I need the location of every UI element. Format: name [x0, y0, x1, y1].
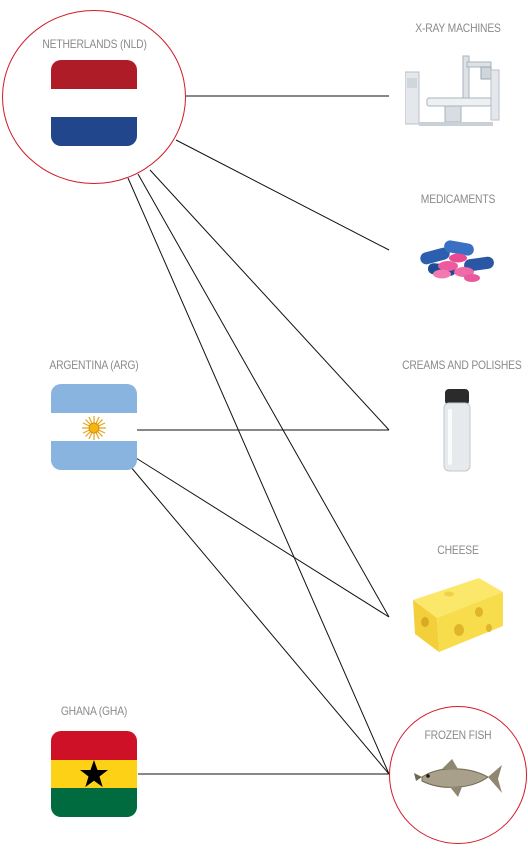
- nld-flag-band-bottom: [51, 117, 137, 146]
- link-arg-fish: [129, 465, 390, 775]
- x-ray-machine-icon[interactable]: [405, 52, 501, 128]
- nld-flag-band-top: [51, 60, 137, 89]
- gha-flag-band-middle: [51, 759, 137, 789]
- cheese-icon[interactable]: [409, 574, 505, 654]
- gha-label: GHANA (GHA): [60, 704, 128, 718]
- nld-label: NETHERLANDS (NLD): [42, 37, 147, 51]
- gha-flag[interactable]: [51, 731, 137, 817]
- black-star-icon: [80, 759, 108, 787]
- fish-label: FROZEN FISH: [424, 728, 492, 742]
- link-nld-cheese: [137, 173, 390, 618]
- pills-icon[interactable]: [414, 228, 498, 288]
- creams-label: CREAMS AND POLISHES: [402, 358, 522, 372]
- arg-flag[interactable]: [51, 384, 137, 470]
- arg-flag-band-top: [51, 384, 137, 413]
- gha-flag-band-top: [51, 731, 137, 760]
- arg-flag-band-middle: [51, 412, 137, 442]
- arg-flag-band-bottom: [51, 441, 137, 470]
- nld-highlight-ring: [2, 10, 186, 184]
- xray-label: X-RAY MACHINES: [415, 21, 501, 35]
- gha-flag-band-bottom: [51, 788, 137, 817]
- link-nld-creams: [149, 169, 390, 431]
- nld-flag[interactable]: [51, 60, 137, 146]
- fish-icon[interactable]: [412, 755, 504, 807]
- nld-flag-band-middle: [51, 88, 137, 118]
- link-arg-cheese: [135, 457, 390, 618]
- link-nld-fish: [127, 177, 390, 775]
- fish-highlight-ring: [389, 706, 527, 844]
- arg-label: ARGENTINA (ARG): [49, 358, 139, 372]
- cream-bottle-icon[interactable]: [442, 389, 472, 473]
- cheese-label: CHEESE: [437, 543, 479, 557]
- link-nld-medicaments: [175, 139, 390, 251]
- medicaments-label: MEDICAMENTS: [420, 192, 496, 206]
- sun-of-may-icon: [82, 415, 106, 440]
